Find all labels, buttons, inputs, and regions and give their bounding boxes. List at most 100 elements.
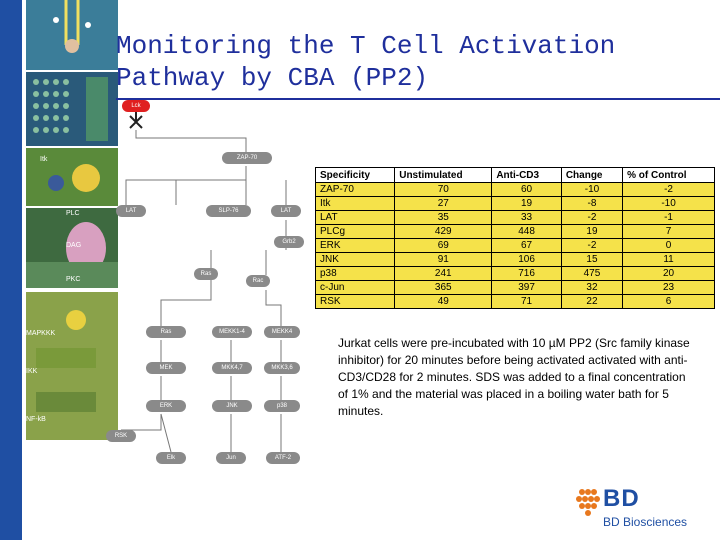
node-rac: Rac: [246, 275, 270, 287]
page-title: Monitoring the T Cell Activation Pathway…: [116, 30, 716, 94]
node-jun: Jun: [216, 452, 246, 464]
table-cell: 397: [492, 281, 562, 295]
table-cell: -2: [623, 183, 715, 197]
table-cell: 6: [623, 295, 715, 309]
node-lat2: LAT: [271, 205, 301, 217]
table-cell: 32: [561, 281, 622, 295]
logo-brand: BD: [603, 485, 640, 513]
column-header: Unstimulated: [395, 168, 492, 183]
table-cell: PLCg: [316, 225, 395, 239]
table-cell: Itk: [316, 197, 395, 211]
table-cell: 69: [395, 239, 492, 253]
table-cell: 23: [623, 281, 715, 295]
table-cell: 67: [492, 239, 562, 253]
table-cell: 35: [395, 211, 492, 225]
sidebar-strip: [0, 0, 22, 540]
table-cell: -10: [561, 183, 622, 197]
table-cell: 19: [492, 197, 562, 211]
node-zap70: ZAP-70: [222, 152, 272, 164]
table-cell: JNK: [316, 253, 395, 267]
table-header-row: Specificity Unstimulated Anti-CD3 Change…: [316, 168, 715, 183]
bd-logo: BD BD Biosciences: [575, 485, 705, 535]
table-row: LAT 35 33 -2 -1: [316, 211, 715, 225]
receptor-illustration: [26, 0, 118, 70]
table-cell: 448: [492, 225, 562, 239]
logo-subtitle: BD Biosciences: [603, 515, 687, 529]
dots-illustration: [26, 72, 118, 146]
table-row: RSK 49 71 22 6: [316, 295, 715, 309]
results-table: Specificity Unstimulated Anti-CD3 Change…: [315, 167, 715, 309]
table-cell: -1: [623, 211, 715, 225]
table-row: PLCg 429 448 19 7: [316, 225, 715, 239]
node-mkk36: MKK3,6: [264, 362, 300, 374]
table-row: Itk 27 19 -8 -10: [316, 197, 715, 211]
table-row: p38 241 716 475 20: [316, 267, 715, 281]
table-cell: 7: [623, 225, 715, 239]
results-table-container: Specificity Unstimulated Anti-CD3 Change…: [315, 167, 715, 309]
table-cell: -8: [561, 197, 622, 211]
table-cell: 71: [492, 295, 562, 309]
table-cell: c-Jun: [316, 281, 395, 295]
thumbnail-label: NF-kB: [26, 416, 46, 423]
node-elk: Elk: [156, 452, 186, 464]
node-erk: ERK: [146, 400, 186, 412]
thumbnail-label: DAG: [66, 242, 81, 249]
column-header: Specificity: [316, 168, 395, 183]
column-header: Anti-CD3: [492, 168, 562, 183]
node-rsk: RSK: [106, 430, 136, 442]
node-grb2: Grb2: [274, 236, 304, 248]
table-cell: -10: [623, 197, 715, 211]
node-lck: Lck: [122, 100, 150, 112]
table-cell: 11: [623, 253, 715, 267]
table-cell: 20: [623, 267, 715, 281]
thumbnail-dots: [26, 72, 118, 146]
table-cell: 49: [395, 295, 492, 309]
pathway-connectors: [116, 100, 316, 470]
node-ras2: Ras: [146, 326, 186, 338]
table-cell: 15: [561, 253, 622, 267]
thumbnail-mapkkk: MAPKKK IKK NF-kB: [26, 292, 118, 440]
table-cell: 241: [395, 267, 492, 281]
table-row: c-Jun 365 397 32 23: [316, 281, 715, 295]
column-header: % of Control: [623, 168, 715, 183]
node-atf2: ATF-2: [266, 452, 300, 464]
node-ras1: Ras: [194, 268, 218, 280]
column-header: Change: [561, 168, 622, 183]
thumbnail-label: IKK: [26, 368, 37, 375]
node-mekk14: MEKK1-4: [212, 326, 252, 338]
table-cell: 60: [492, 183, 562, 197]
node-lat: LAT: [116, 205, 146, 217]
table-cell: 716: [492, 267, 562, 281]
table-cell: -2: [561, 211, 622, 225]
table-cell: 429: [395, 225, 492, 239]
thumbnail-itk: Itk: [26, 148, 118, 206]
thumbnail-plc: PLC DAG PKC: [26, 208, 118, 288]
thumbnail-label: PLC: [66, 210, 80, 217]
node-slp76: SLP-76: [206, 205, 251, 217]
thumbnail-label: MAPKKK: [26, 330, 55, 337]
table-cell: 0: [623, 239, 715, 253]
node-p38: p38: [264, 400, 300, 412]
node-mekk4: MEKK4: [264, 326, 300, 338]
table-row: ERK 69 67 -2 0: [316, 239, 715, 253]
table-cell: 475: [561, 267, 622, 281]
table-cell: 33: [492, 211, 562, 225]
thumbnail-column: Itk PLC DAG PKC MAPKKK IKK NF-kB: [26, 0, 118, 440]
table-cell: ZAP-70: [316, 183, 395, 197]
thumbnail-label: PKC: [66, 276, 80, 283]
table-cell: p38: [316, 267, 395, 281]
table-cell: 22: [561, 295, 622, 309]
node-jnk: JNK: [212, 400, 252, 412]
node-mkk47: MKK4,7: [212, 362, 252, 374]
table-row: JNK 91 106 15 11: [316, 253, 715, 267]
table-cell: 106: [492, 253, 562, 267]
table-cell: 91: [395, 253, 492, 267]
bd-logo-icon: [575, 487, 601, 517]
table-cell: RSK: [316, 295, 395, 309]
table-cell: ERK: [316, 239, 395, 253]
table-row: ZAP-70 70 60 -10 -2: [316, 183, 715, 197]
table-cell: 70: [395, 183, 492, 197]
table-cell: -2: [561, 239, 622, 253]
thumbnail-receptor: [26, 0, 118, 70]
table-cell: 19: [561, 225, 622, 239]
